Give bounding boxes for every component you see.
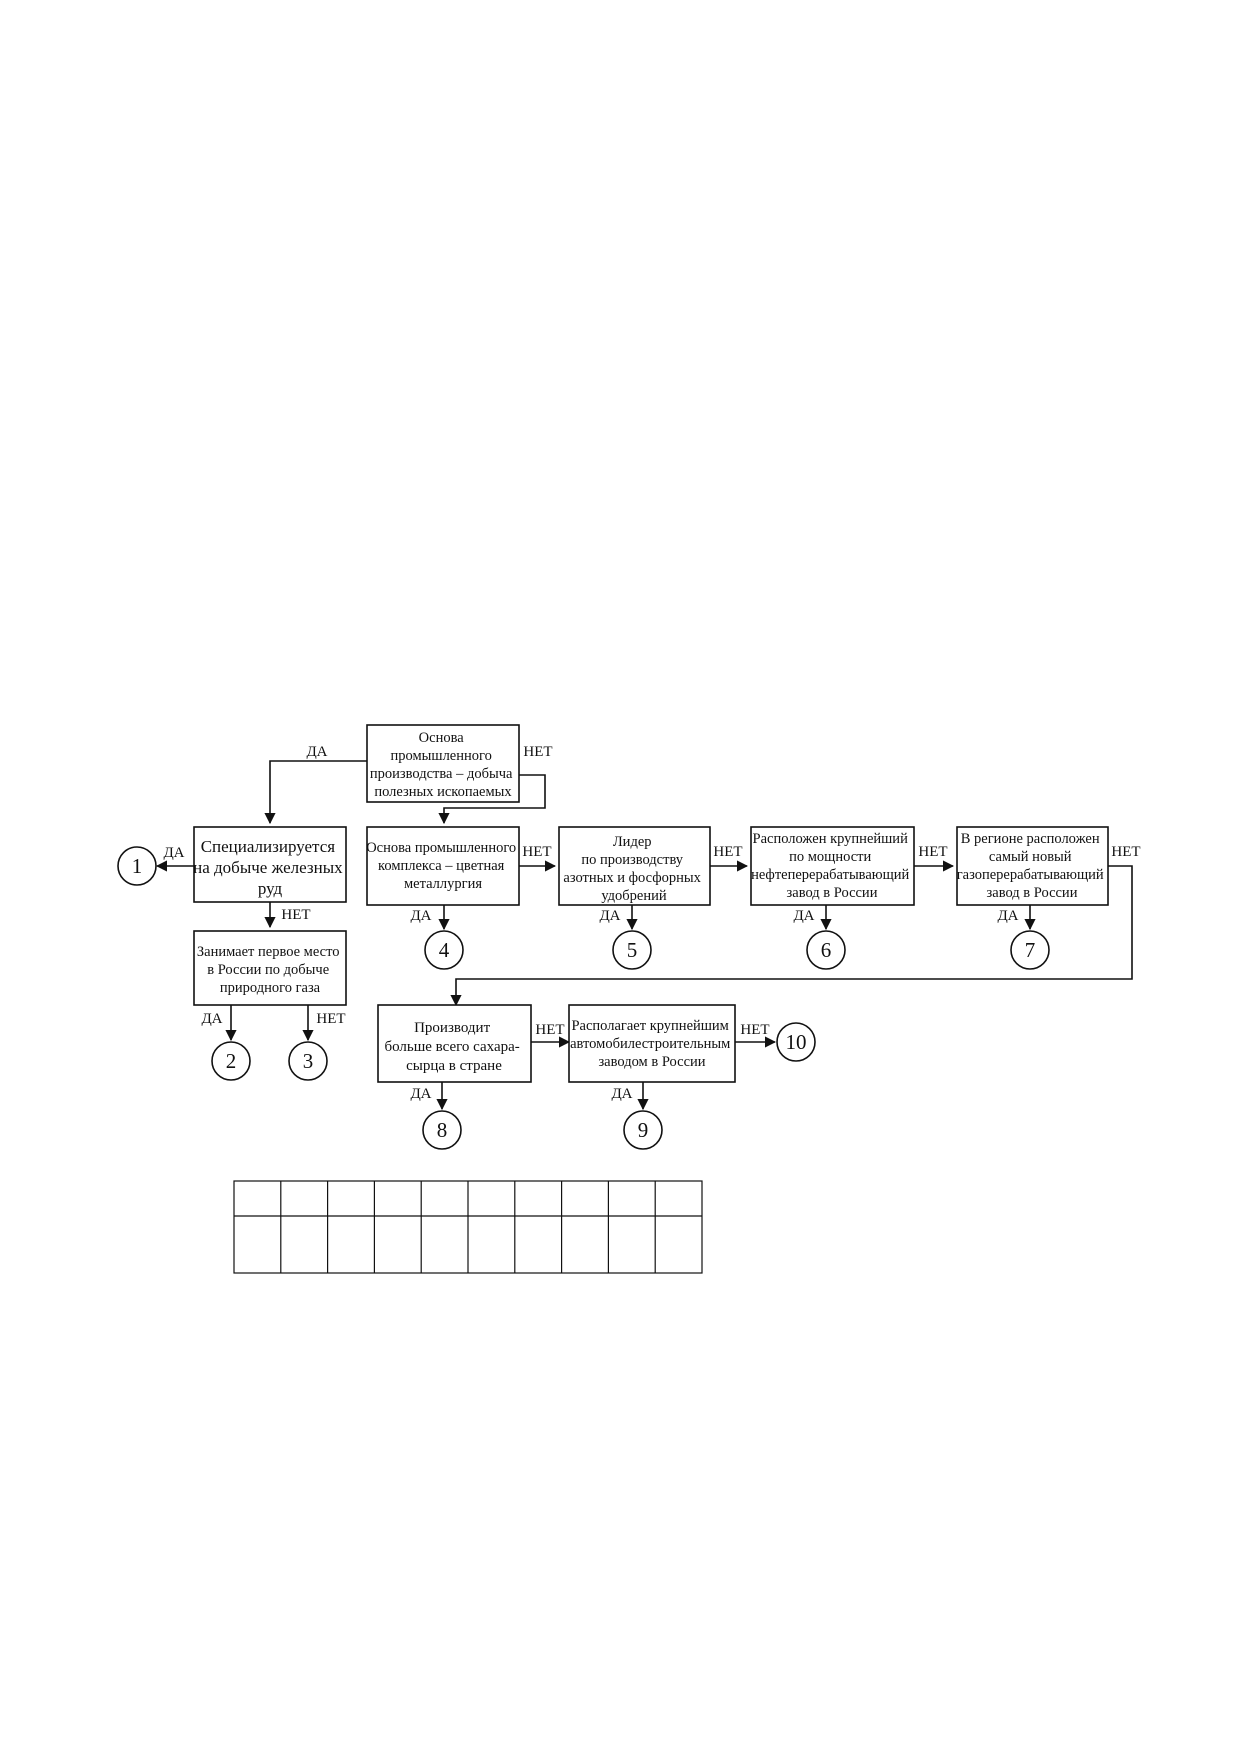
outcome-node-3: 3 <box>288 1041 328 1081</box>
outcome-node-1: 1 <box>117 846 157 886</box>
decision-box-mining-base: Основа промышленного производства – добы… <box>366 724 520 803</box>
node-number: 4 <box>439 938 450 962</box>
node-number: 7 <box>1025 938 1036 962</box>
yes-label: ДА <box>410 1086 431 1102</box>
yes-label: ДА <box>793 908 814 924</box>
no-label: НЕТ <box>522 844 551 860</box>
node-number: 2 <box>226 1049 237 1073</box>
yes-label: ДА <box>599 908 620 924</box>
no-label: НЕТ <box>918 844 947 860</box>
node-number: 5 <box>627 938 638 962</box>
outcome-node-10: 10 <box>776 1022 816 1062</box>
decision-box-non-ferrous-metallurgy: Основа промышленного комплекса – цветная… <box>366 826 520 906</box>
yes-label: ДА <box>306 744 327 760</box>
outcome-node-7: 7 <box>1010 930 1050 970</box>
no-label: НЕТ <box>535 1022 564 1038</box>
decision-box-gas-processing-plant: В регионе расположен самый новый газопер… <box>956 826 1109 906</box>
box-text: Расположен крупнейший по мощности нефтеп… <box>751 831 913 901</box>
outcome-node-2: 2 <box>211 1041 251 1081</box>
box-text: Основа промышленного комплекса – цветная… <box>366 840 520 892</box>
node-number: 10 <box>786 1030 807 1054</box>
answer-table <box>233 1180 703 1274</box>
no-label: НЕТ <box>740 1022 769 1038</box>
yes-label: ДА <box>163 845 184 861</box>
box-text: В регионе расположен самый новый газопер… <box>957 831 1108 901</box>
yes-label: ДА <box>611 1086 632 1102</box>
no-label: НЕТ <box>281 907 310 923</box>
decision-box-oil-refinery: Расположен крупнейший по мощности нефтеп… <box>750 826 915 906</box>
no-label: НЕТ <box>523 744 552 760</box>
decision-box-automobile-plant: Располагает крупнейшим автомобилестроите… <box>568 1004 736 1083</box>
outcome-node-6: 6 <box>806 930 846 970</box>
box-text: Располагает крупнейшим автомобилестроите… <box>570 1018 734 1070</box>
outcome-node-9: 9 <box>623 1110 663 1150</box>
outcome-node-8: 8 <box>422 1110 462 1150</box>
no-label: НЕТ <box>1111 844 1140 860</box>
box-text: Производит больше всего сахара- сырца в … <box>384 1020 523 1074</box>
no-label: НЕТ <box>713 844 742 860</box>
node-number: 1 <box>132 854 143 878</box>
node-number: 3 <box>303 1049 314 1073</box>
yes-label: ДА <box>997 908 1018 924</box>
box-text: Основа промышленного производства – добы… <box>370 730 516 800</box>
node-number: 8 <box>437 1118 448 1142</box>
outcome-node-5: 5 <box>612 930 652 970</box>
decision-box-natural-gas: Занимает первое место в России по добыче… <box>193 930 347 1006</box>
node-number: 6 <box>821 938 832 962</box>
node-number: 9 <box>638 1118 649 1142</box>
box-text: Занимает первое место в России по добыче… <box>197 944 343 996</box>
box-text: Специализируется на добыче железных руд <box>193 837 347 898</box>
connectors <box>155 760 1133 1111</box>
yes-label: ДА <box>201 1011 222 1027</box>
branch-labels: ДА НЕТ ДА НЕТ ДА НЕТ НЕТ НЕТ НЕТ НЕТ ДА … <box>163 744 1140 1102</box>
box-text: Лидер по производству азотных и фосфорны… <box>563 834 704 904</box>
decision-box-iron-ore: Специализируется на добыче железных руд <box>193 826 347 903</box>
decision-box-raw-sugar: Производит больше всего сахара- сырца в … <box>377 1004 532 1083</box>
decision-box-fertilizers: Лидер по производству азотных и фосфорны… <box>558 826 711 906</box>
no-label: НЕТ <box>316 1011 345 1027</box>
yes-label: ДА <box>410 908 431 924</box>
outcome-node-4: 4 <box>424 930 464 970</box>
